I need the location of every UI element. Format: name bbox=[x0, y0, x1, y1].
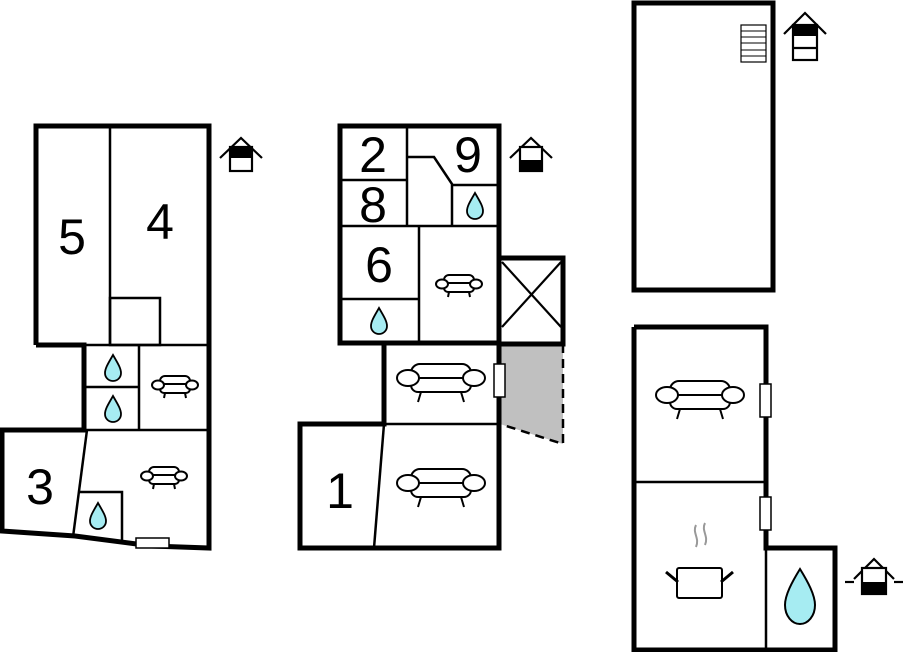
stair-wall bbox=[407, 155, 454, 226]
room-4-label: 4 bbox=[146, 194, 174, 250]
building-b-outer-wall bbox=[297, 123, 566, 551]
wall-slant-3 bbox=[71, 429, 89, 538]
building-d-outer-wall bbox=[631, 324, 838, 652]
ground-floor-icon bbox=[219, 136, 263, 173]
water-drop-icon bbox=[104, 354, 122, 382]
bath-wall bbox=[78, 490, 124, 543]
water-drop-icon bbox=[783, 567, 817, 626]
building-a-outer-wall bbox=[0, 123, 212, 551]
sofa-icon bbox=[396, 363, 486, 403]
terrace-dashed-edge bbox=[499, 344, 565, 446]
room-5-label: 5 bbox=[58, 209, 86, 265]
sofa-icon bbox=[655, 380, 745, 420]
sofa-icon bbox=[140, 466, 188, 490]
basement-floor-icon bbox=[845, 557, 903, 596]
room-1-label: 1 bbox=[326, 463, 354, 519]
room-8-label: 8 bbox=[359, 177, 387, 233]
window-icon bbox=[135, 537, 170, 549]
first-floor-icon bbox=[509, 136, 553, 173]
water-drop-icon bbox=[104, 395, 122, 423]
window-icon bbox=[759, 383, 772, 418]
building-d bbox=[631, 324, 903, 652]
building-c-outer-wall bbox=[631, 0, 776, 293]
wall-1-slant bbox=[372, 423, 386, 549]
building-b: 2 8 9 6 1 bbox=[297, 123, 566, 551]
sofa-icon bbox=[396, 468, 486, 508]
sofa-icon bbox=[151, 375, 199, 399]
open-void-icon bbox=[501, 261, 562, 328]
room-3-label: 3 bbox=[26, 459, 54, 515]
water-drop-icon bbox=[89, 502, 107, 530]
window-icon bbox=[493, 363, 506, 398]
water-drop-icon bbox=[370, 307, 388, 335]
building-a: 5 4 3 bbox=[0, 123, 263, 551]
building-c bbox=[631, 0, 827, 293]
room-2-label: 2 bbox=[359, 127, 387, 183]
water-drop-icon bbox=[466, 192, 484, 220]
closet-4 bbox=[108, 296, 162, 347]
terrace-area bbox=[500, 344, 563, 444]
window-icon bbox=[759, 496, 772, 531]
room-9-label: 9 bbox=[454, 127, 482, 183]
second-floor-icon bbox=[783, 11, 827, 62]
stairs-icon bbox=[740, 24, 767, 63]
room-6-label: 6 bbox=[365, 237, 393, 293]
cooking-pot-icon bbox=[665, 522, 734, 599]
sofa-icon bbox=[435, 274, 483, 298]
